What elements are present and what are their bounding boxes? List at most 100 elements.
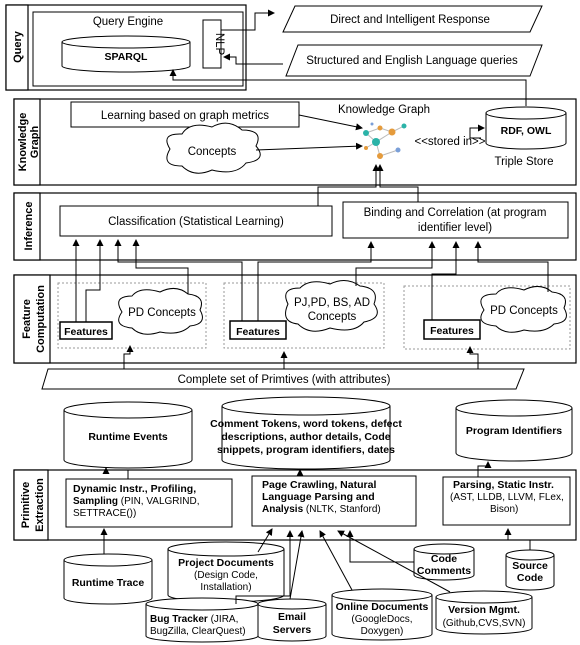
direct-response-label: Direct and Intelligent Response [330,14,490,26]
concepts-label: Concepts [188,146,237,158]
feature-group-2: PJ,PD, BS, AD Concepts Features [223,280,385,349]
source-code-source: Source Code [505,549,555,591]
nlp-label: NLP [213,33,225,56]
concepts-cloud: Concepts [166,122,261,174]
stored-in-label: <<stored in>> [415,136,486,148]
pd-concepts-3: PD Concepts [490,305,558,317]
project-docs-bold: Project Documents [178,557,274,569]
runtime-trace-source: Runtime Trace [63,553,153,605]
features-label-2: Features [236,326,280,338]
runtime-events-label: Runtime Events [88,431,168,443]
online-documents-source: Online Documents (GoogleDocs, Doxygen) [331,588,433,641]
features-label-3: Features [430,325,474,337]
triple-store-label: Triple Store [494,156,553,168]
dynamic-bold-2: Sampling [73,496,118,507]
crawling-bold-3: Analysis [262,504,304,515]
bug-tracker-normal-2: BugZilla, ClearQuest) [150,626,246,637]
version-mgmt-normal: (Github,CVS,SVN) [443,618,526,629]
code-comments-label-1: Code [431,553,457,565]
kg-connectors [169,69,527,151]
parsing-normal-1: (AST, LLDB, LLVM, FLex, [450,492,564,503]
knowledge-graph-layer: Knowledge Graph Learning based on graph … [13,98,577,186]
graph-network-icon [363,122,407,159]
rdf-owl-label: RDF, OWL [501,125,552,137]
project-documents-source: Project Documents (Design Code, Installa… [167,541,285,603]
binding-label-1: Binding and Correlation (at program [364,207,547,219]
feature-to-inference-connectors [72,239,549,322]
online-docs-normal-1: (GoogleDocs, [351,614,412,625]
binding-label-2: identifier level) [418,222,492,234]
feature-computation-layer: Feature Computation PD Concepts Features… [13,274,577,364]
primitives-bar: Complete set of Primtives (with attribut… [41,368,525,390]
dynamic-bold-1: Dynamic Instr., Profiling, [73,483,196,495]
kg-layer-label-1: Knowledge [17,113,29,172]
pe-layer-label-2: Extraction [34,478,46,532]
project-docs-normal-2: Installation) [200,582,251,593]
inference-connectors [317,164,419,206]
runtime-trace-label: Runtime Trace [72,577,145,589]
pd-concepts-1: PD Concepts [128,307,196,319]
online-docs-normal-2: Doxygen) [361,626,404,637]
classification-label: Classification (Statistical Learning) [108,216,284,228]
crawling-normal: (NLTK, Stanford) [306,504,381,515]
bug-tracker-source: Bug Tracker (JIRA, BugZilla, ClearQuest) [145,597,259,643]
version-mgmt-source: Version Mgmt. (Github,CVS,SVN) [435,590,533,635]
tokens-label-2: descriptions, author details, Code [221,431,390,443]
primitive-extraction-layer: Primitive Extraction Dynamic Instr., Pro… [13,469,577,541]
feature-group-3: PD Concepts Features [403,285,571,350]
tokens-label-1: Comment Tokens, word tokens, defect [210,418,402,430]
structured-queries-input: Structured and English Language queries [285,44,543,77]
query-connectors [221,9,283,65]
program-identifiers-store: Program Identifiers [455,399,573,462]
query-engine-title: Query Engine [93,16,163,28]
primitives-connectors [123,345,479,369]
parsing-normal-2: Bison) [490,504,518,515]
inference-layer: Inference Classification (Statistical Le… [13,192,577,261]
primitives-label: Complete set of Primtives (with attribut… [178,374,391,386]
dynamic-line-2: Sampling (PIN, VALGRIND, [73,496,200,507]
rdf-owl-store: RDF, OWL [485,106,567,150]
direct-response-output: Direct and Intelligent Response [282,5,543,33]
bug-tracker-bold: Bug Tracker [150,614,208,625]
query-layer: Query Query Engine SPARQL NLP [5,4,247,91]
crawling-bold-2: Language Parsing and [262,491,375,503]
fc-layer-label-2: Computation [35,285,47,353]
inference-layer-label: Inference [23,202,35,251]
bug-tracker-line-1: Bug Tracker (JIRA, [150,614,238,625]
program-identifiers-label: Program Identifiers [466,425,562,437]
online-docs-bold: Online Documents [336,601,429,613]
source-code-label-2: Code [517,572,543,584]
structured-queries-label: Structured and English Language queries [306,55,518,67]
sparql-label: SPARQL [105,51,149,63]
crawling-line-3: Analysis (NLTK, Stanford) [262,504,381,515]
kg-title: Knowledge Graph [338,104,430,116]
tokens-store: Comment Tokens, word tokens, defect desc… [210,396,402,470]
dynamic-normal-1: (PIN, VALGRIND, [121,496,200,507]
learning-label: Learning based on graph metrics [101,110,269,122]
email-servers-label-2: Servers [273,624,312,636]
sparql-store: SPARQL [61,35,191,73]
query-layer-label: Query [12,30,24,63]
features-label-1: Features [64,326,108,338]
email-servers-label-1: Email [278,611,306,623]
tokens-label-3: snippets, program identifiers, dates [217,444,395,456]
fc-layer-label-1: Feature [21,299,33,339]
extraction-to-store-connectors [102,461,492,479]
code-comments-label-2: Comments [417,565,471,577]
mixed-concepts-1: PJ,PD, BS, AD [294,297,370,309]
parsing-bold: Parsing, Static Instr. [453,479,554,491]
dynamic-normal-2: SETTRACE()) [73,508,136,519]
mixed-concepts-2: Concepts [308,311,357,323]
kg-layer-label-2: Graph [29,126,41,159]
project-docs-normal-1: (Design Code, [194,570,258,581]
email-servers-source: Email Servers [257,598,327,642]
pe-layer-label-1: Primitive [20,482,32,528]
code-comments-source: Code Comments [413,543,475,581]
bug-tracker-normal-1: (JIRA, [211,614,239,625]
source-to-extraction-connectors [100,528,531,604]
crawling-bold-1: Page Crawling, Natural [262,479,376,491]
source-code-label-1: Source [512,560,548,572]
runtime-events-store: Runtime Events [63,401,193,469]
